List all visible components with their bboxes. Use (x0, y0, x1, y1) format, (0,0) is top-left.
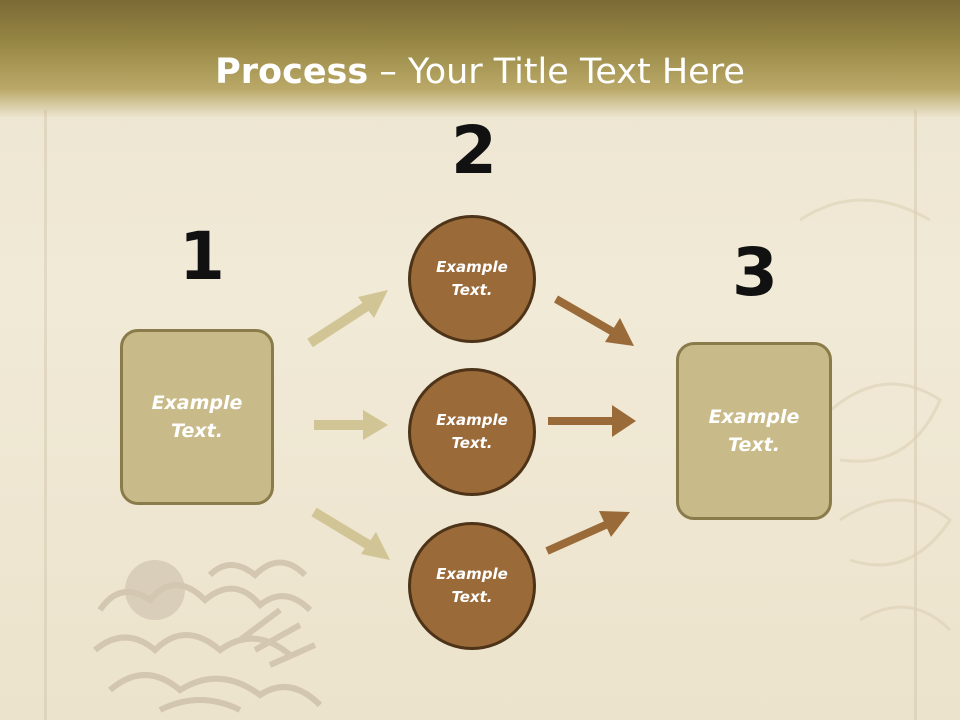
circle-middle: Example Text. (408, 368, 536, 496)
step-number-1: 1 (179, 218, 225, 295)
circle-middle-text: Example Text. (436, 410, 508, 452)
arrow-middle-to-end (548, 405, 636, 437)
circle-top-text: Example Text. (436, 257, 508, 299)
title-bold: Process (215, 52, 369, 92)
arrow-start-to-top (307, 290, 388, 348)
paper-edge-left (44, 110, 47, 720)
start-box: Example Text. (120, 329, 274, 505)
circle-top: Example Text. (408, 215, 536, 343)
page-title: Process – Your Title Text Here (0, 52, 960, 92)
circle-bottom: Example Text. (408, 522, 536, 650)
arrow-start-to-bottom (311, 507, 390, 560)
arrow-top-to-end (554, 295, 634, 346)
arrow-start-to-middle (314, 410, 388, 440)
step-number-2: 2 (451, 112, 497, 189)
arrow-bottom-to-end (545, 511, 630, 555)
step-number-3: 3 (732, 234, 778, 311)
title-rest: – Your Title Text Here (368, 52, 745, 92)
start-box-text: Example Text. (151, 391, 243, 443)
title-banner (0, 0, 960, 118)
end-box: Example Text. (676, 342, 832, 520)
end-box-text: Example Text. (708, 405, 800, 457)
circle-bottom-text: Example Text. (436, 564, 508, 606)
paper-edge-right (914, 110, 917, 720)
